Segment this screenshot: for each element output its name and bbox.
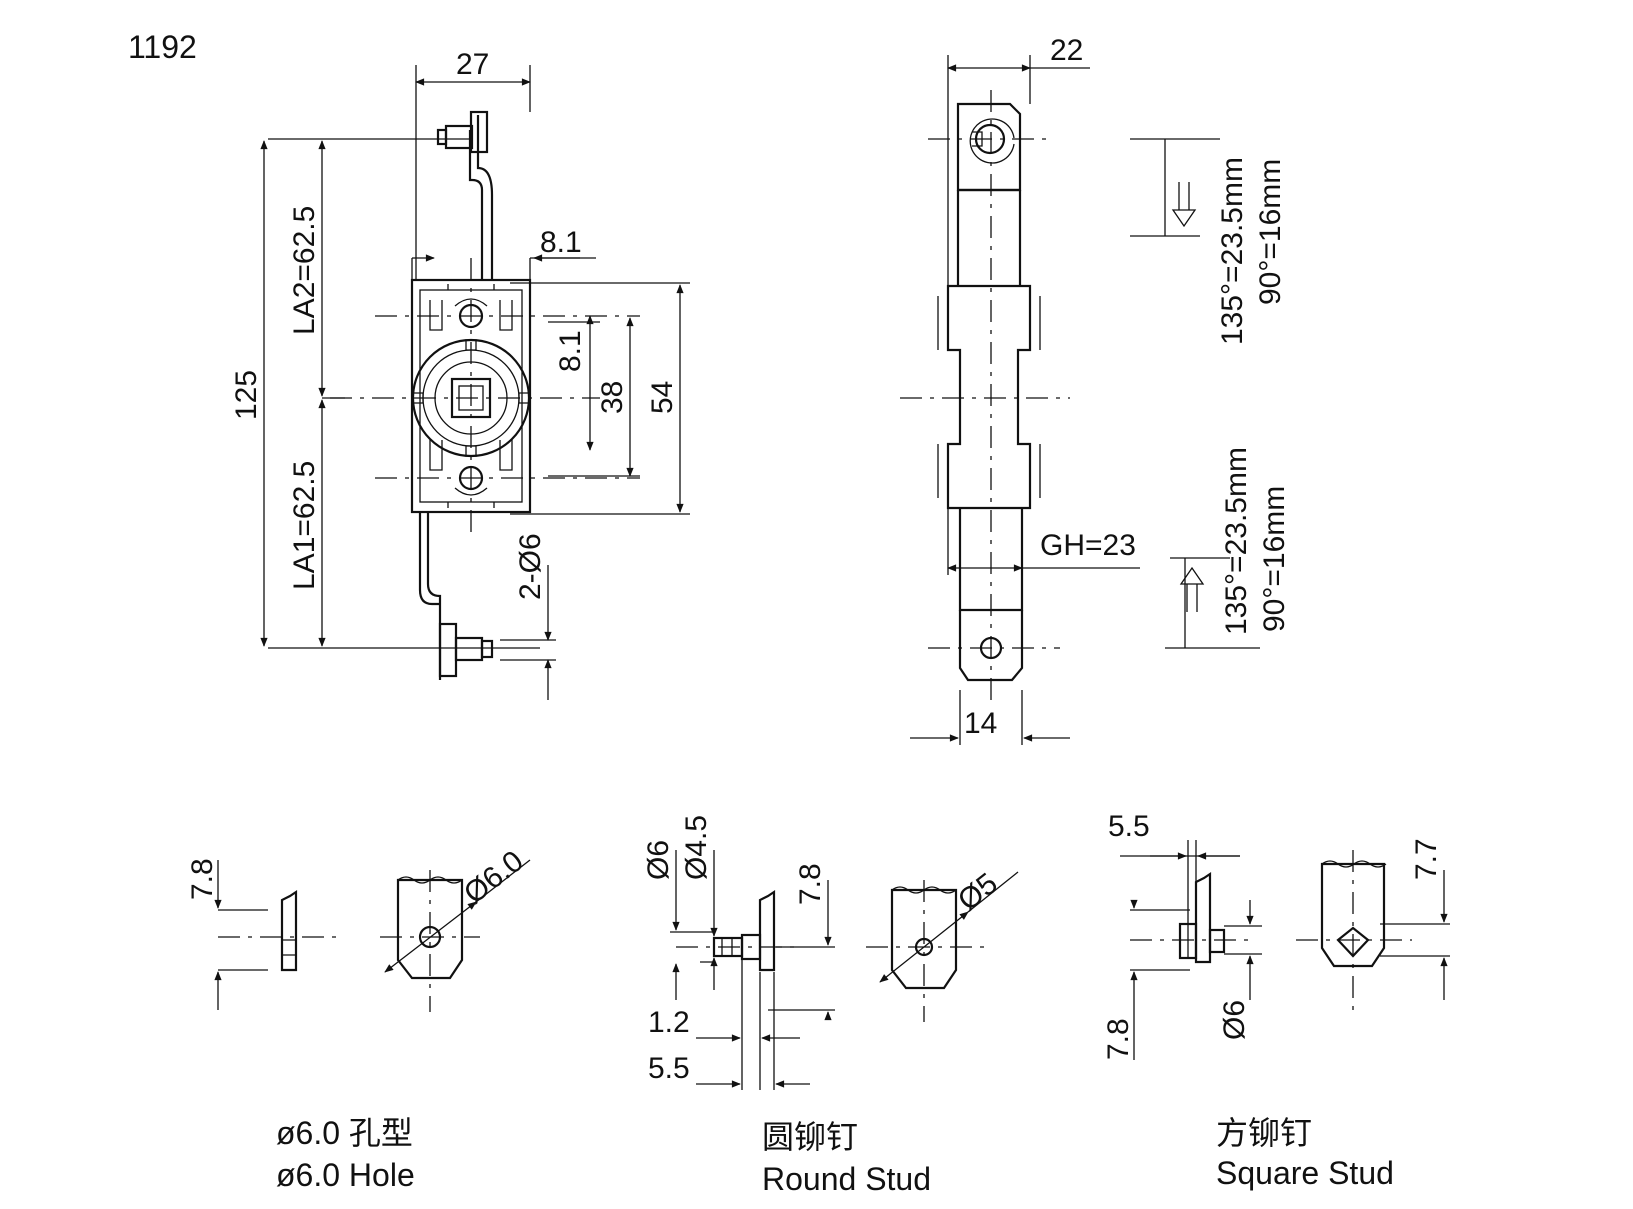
dim-hole-spacing: 8.1 [554,330,587,372]
part-number: 1192 [128,29,197,65]
hole-dim-dia: Ø6.0 [458,844,530,910]
dim-la2: LA2=62.5 [288,206,321,335]
rstud-dim-d5: Ø5 [952,867,1004,918]
caption-hole-cn: ø6.0 孔型 [276,1115,413,1151]
main-view: 27 8.1 125 LA2=62.5 LA1=62.5 8.1 38 54 2… [230,48,690,700]
bottom-tongue [958,610,1024,682]
caption-round-cn: 圆铆钉 [762,1119,858,1155]
travel-top-135: 135°=23.5mm [1216,157,1249,345]
sstud-dim-7-7: 7.7 [1410,838,1443,880]
dim-offset: 8.1 [540,226,582,259]
travel-top-90: 90°=16mm [1254,159,1287,305]
dim-total-length: 125 [230,370,263,420]
dim-la1: LA1=62.5 [288,461,321,590]
rstud-dim-5-5: 5.5 [648,1052,690,1085]
sstud-dim-5-5: 5.5 [1108,810,1150,843]
rstud-dim-7-8: 7.8 [794,863,827,905]
dim-body-height: 54 [646,381,679,414]
dim-width: 27 [456,48,489,81]
caption-round-en: Round Stud [762,1161,931,1197]
sstud-dim-d6: Ø6 [1218,1000,1251,1040]
travel-bottom-90: 90°=16mm [1258,486,1291,632]
side-view: 22 GH=23 14 135°=23.5mm 90°=16mm 135°=23… [900,34,1291,745]
lower-rod [418,512,494,680]
dim-holes: 2-Ø6 [514,533,547,600]
dim-end-width: 14 [964,707,997,740]
caption-hole-en: ø6.0 Hole [276,1157,415,1193]
detail-round-stud: Ø6 Ø4.5 7.8 1.2 5.5 Ø5 [642,815,1019,1090]
arrow-up-icon [1179,566,1205,612]
dim-gh: GH=23 [1040,529,1136,562]
dim-side-width: 22 [1050,34,1083,67]
hole-dim-7-8: 7.8 [186,858,219,900]
travel-bottom-135: 135°=23.5mm [1220,447,1253,635]
rstud-dim-d4-5: Ø4.5 [680,815,713,880]
arrow-down-icon [1171,182,1197,228]
detail-square-stud: 5.5 7.8 Ø6 7.7 [1102,810,1450,1060]
sstud-dim-7-8: 7.8 [1102,1018,1135,1060]
rstud-dim-1-2: 1.2 [648,1006,690,1039]
caption-square-en: Square Stud [1216,1155,1394,1191]
top-tongue [956,102,1022,192]
dim-inner-height: 38 [596,381,629,414]
upper-rod [436,110,494,280]
detail-hole: 7.8 Ø6.0 [186,844,531,1012]
rstud-dim-d6: Ø6 [642,840,675,880]
housing [946,284,1032,510]
caption-square-cn: 方铆钉 [1216,1115,1312,1151]
